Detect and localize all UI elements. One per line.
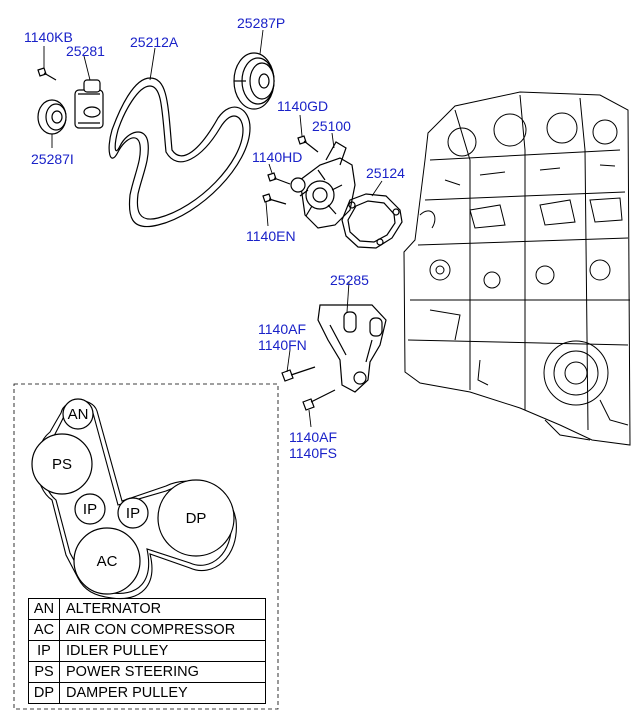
part-label-1140af-lower[interactable]: 1140AF [289, 429, 337, 445]
bolts-water-pump [262, 135, 319, 205]
pulley-an [62, 398, 94, 430]
routing-pulleys [31, 398, 235, 595]
pulley-ip1 [74, 493, 106, 525]
legend-description: AIR CON COMPRESSOR [59, 619, 266, 641]
label-ip2: IP [126, 505, 140, 522]
part-label-1140fn[interactable]: 1140FN [258, 337, 307, 353]
legend-row: DP DAMPER PULLEY [28, 682, 266, 704]
legend-code: PS [28, 661, 60, 683]
part-label-25285[interactable]: 25285 [330, 272, 369, 288]
part-label-25100[interactable]: 25100 [312, 118, 351, 134]
water-pump [290, 141, 356, 229]
part-label-25287p[interactable]: 25287P [237, 15, 286, 31]
label-ps: PS [52, 456, 72, 473]
leader-lines [43, 29, 383, 428]
legend-row: AC AIR CON COMPRESSOR [28, 619, 266, 641]
label-an: AN [68, 406, 89, 423]
bolts-bracket [281, 366, 336, 411]
legend-row: PS POWER STEERING [28, 661, 266, 683]
legend-table: AN ALTERNATOR AC AIR CON COMPRESSOR IP I… [28, 598, 266, 704]
legend-description: DAMPER PULLEY [59, 682, 266, 704]
part-label-1140en[interactable]: 1140EN [246, 228, 296, 244]
tensioner-assembly [74, 79, 104, 129]
label-ip1: IP [83, 501, 97, 518]
part-label-1140af-upper[interactable]: 1140AF [258, 321, 306, 337]
gasket [341, 193, 403, 249]
legend-code: AC [28, 619, 60, 641]
legend-row: IP IDLER PULLEY [28, 640, 266, 662]
pulley-ps [31, 433, 93, 495]
drive-belt [108, 77, 251, 228]
part-label-25287i[interactable]: 25287I [31, 151, 74, 167]
routing-labels: AN PS IP IP DP AC [52, 406, 206, 570]
label-ac: AC [97, 553, 118, 570]
idler-pulley-part [37, 99, 67, 135]
legend-description: ALTERNATOR [59, 598, 266, 620]
legend-description: IDLER PULLEY [59, 640, 266, 662]
bolt-1140kb [37, 67, 57, 81]
legend-row: AN ALTERNATOR [28, 598, 266, 620]
bracket [317, 304, 387, 393]
legend-code: IP [28, 640, 60, 662]
part-label-1140hd[interactable]: 1140HD [252, 149, 303, 165]
part-label-25212a[interactable]: 25212A [130, 34, 179, 50]
routing-diagram-frame [13, 383, 279, 710]
engine-block [403, 91, 631, 446]
water-pump-pulley [233, 52, 275, 110]
legend-code: DP [28, 682, 60, 704]
part-label-1140kb[interactable]: 1140KB [24, 29, 73, 45]
part-label-1140gd[interactable]: 1140GD [277, 98, 329, 114]
legend-description: POWER STEERING [59, 661, 266, 683]
legend-code: AN [28, 598, 60, 620]
part-label-25124[interactable]: 25124 [366, 165, 405, 181]
part-label-25281[interactable]: 25281 [66, 43, 105, 59]
pulley-ac [73, 527, 141, 595]
pulley-dp [157, 479, 235, 557]
pulley-ip2 [117, 497, 149, 529]
part-label-1140fs[interactable]: 1140FS [289, 445, 337, 461]
label-dp: DP [186, 510, 207, 527]
